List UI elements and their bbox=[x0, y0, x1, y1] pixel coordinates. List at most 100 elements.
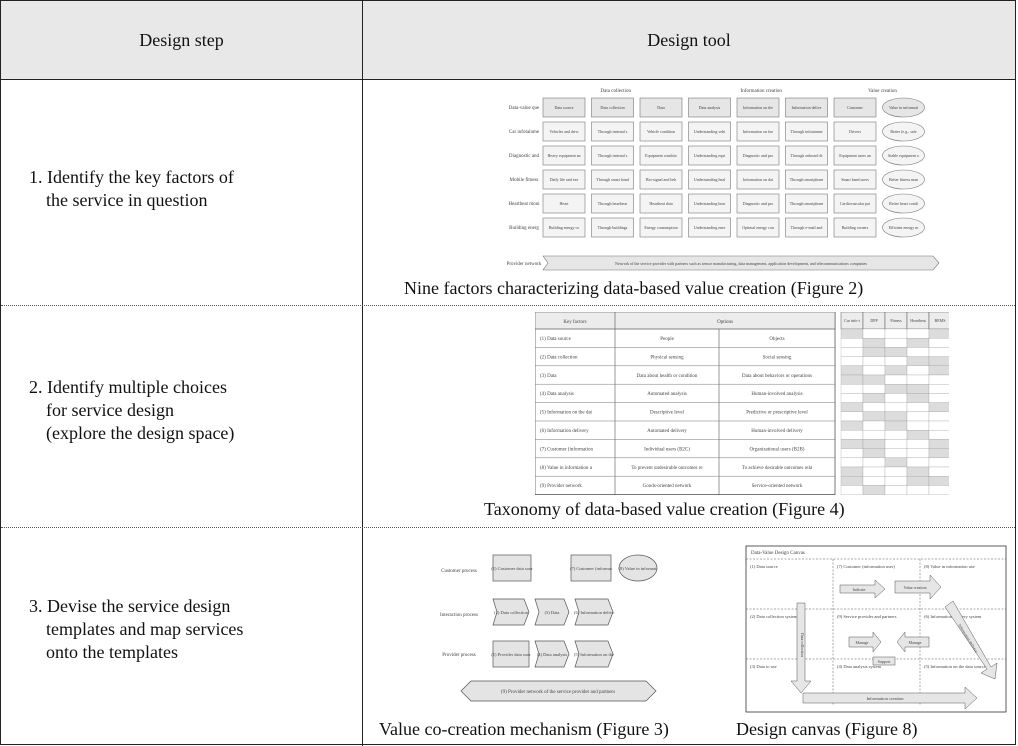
fig2-cell-text: Information on fue bbox=[743, 129, 773, 134]
fig2-cell-text: Vehicle condition bbox=[647, 129, 675, 134]
fig2-cell-box bbox=[833, 193, 877, 214]
fig2-cell-box bbox=[591, 193, 634, 214]
fig2-cell-text: Through internal s bbox=[598, 129, 628, 134]
fig3-lane-label: Provider process bbox=[442, 653, 476, 658]
fig4-grid-cell bbox=[906, 338, 930, 348]
fig2-cell-text: Understanding heal bbox=[694, 177, 726, 182]
fig4-grid-cell bbox=[862, 466, 886, 477]
fig4-grid-cell bbox=[906, 457, 930, 468]
fig2-cell-text: Equipment users an bbox=[839, 153, 871, 158]
fig2-cell-text: Customer bbox=[847, 105, 863, 110]
fig2-cell-box bbox=[736, 145, 780, 166]
fig2-network-label: Provider network bbox=[507, 262, 542, 267]
fig4-option-b: Human-involved delivery bbox=[751, 429, 803, 434]
fig4-option-a: Individual users (B2C) bbox=[644, 447, 690, 452]
fig8-cell-label: (7) Customer (information user) bbox=[837, 564, 895, 569]
fig8-support-box bbox=[872, 656, 896, 666]
fig8-cell-label: (3) Data to use bbox=[750, 664, 777, 669]
fig4-service-name: Car info-t bbox=[844, 318, 861, 323]
fig4-grid-cell bbox=[928, 448, 949, 458]
fig2-row-label: Mobile fitness bbox=[510, 178, 539, 183]
fig2-cell-box bbox=[785, 217, 828, 238]
caption-figure-3: Value co-creation mechanism (Figure 3) bbox=[379, 719, 669, 739]
fig2-cell-text: Through onboard di bbox=[791, 153, 824, 158]
fig2-cell-text: Better heart condi bbox=[889, 201, 919, 206]
fig2-cell-text: Understanding equi bbox=[694, 153, 726, 158]
fig2-cell-box bbox=[785, 169, 828, 190]
fig4-option-b: Objects bbox=[769, 337, 784, 342]
step-2-line-2: for service design bbox=[46, 400, 174, 420]
fig4-grid-cell bbox=[928, 457, 949, 468]
fig3-process-arrow bbox=[574, 640, 614, 668]
fig4-grid-cell bbox=[906, 485, 930, 495]
fig2-row-label: Car infotainme bbox=[509, 130, 540, 135]
fig2-row-label: Diagnostic and bbox=[509, 154, 540, 159]
row-divider-2 bbox=[1, 527, 1015, 528]
fig4-grid-cell bbox=[928, 374, 949, 385]
fig3-process-arrow bbox=[574, 598, 614, 626]
fig4-grid-cell bbox=[862, 439, 886, 449]
caption-figure-8: Design canvas (Figure 8) bbox=[736, 719, 918, 739]
fig4-table-frame bbox=[535, 312, 836, 495]
header-design-tool: Design tool bbox=[647, 29, 731, 50]
step-3-line-2: templates and map services bbox=[46, 619, 244, 639]
fig4-grid-cell bbox=[928, 365, 949, 376]
fig2-cell-box bbox=[542, 217, 586, 238]
fig8-value-arrow bbox=[894, 574, 942, 600]
fig3-box bbox=[492, 554, 532, 582]
fig4-grid-cell bbox=[862, 430, 886, 440]
fig2-cell-text: Heartbeat data bbox=[649, 201, 672, 206]
fig4-factor: (4) Data analysis bbox=[540, 392, 574, 397]
fig4-factor: (9) Provider network bbox=[540, 484, 582, 489]
fig4-grid-cell bbox=[884, 384, 908, 394]
fig4-grid-cell bbox=[884, 365, 908, 376]
fig4-grid-cell bbox=[928, 384, 949, 394]
fig2-cell-text: Better fitness man bbox=[889, 177, 918, 182]
fig4-grid-cell bbox=[862, 485, 886, 495]
fig4-grid-cell bbox=[906, 466, 930, 477]
fig2-cell-text: Data collection bbox=[600, 105, 624, 110]
fig8-creation-arrow bbox=[802, 686, 978, 710]
fig2-cell-text: Daily life and exe bbox=[550, 177, 579, 182]
fig2-cell-oval bbox=[882, 121, 925, 142]
fig4-option-b: Social sensing bbox=[763, 355, 792, 360]
fig2-cell-box bbox=[736, 217, 780, 238]
fig4-grid-cell bbox=[884, 457, 908, 468]
fig2-cell-box bbox=[591, 97, 634, 118]
fig4-factor: (6) Information delivery bbox=[540, 429, 589, 434]
fig4-grid-cell bbox=[928, 393, 949, 403]
fig3-box-text: (4) Data analysis bbox=[537, 652, 568, 657]
fig4-grid-cell bbox=[906, 448, 930, 458]
step-3-line-1: 3. Devise the service design bbox=[29, 596, 231, 616]
fig3-process-arrow bbox=[534, 640, 570, 668]
fig8-indicate-arrow bbox=[839, 579, 886, 599]
fig4-grid-cell bbox=[862, 347, 886, 357]
fig4-grid-cell bbox=[862, 393, 886, 403]
fig4-grid-cell bbox=[906, 420, 930, 431]
fig2-cell-box bbox=[591, 145, 634, 166]
fig4-grid-cell bbox=[928, 411, 949, 422]
fig4-grid-cell bbox=[884, 476, 908, 486]
fig3-process-arrow bbox=[534, 598, 570, 626]
fig4-grid-cell bbox=[862, 420, 886, 431]
fig2-cell-box bbox=[833, 121, 877, 142]
fig2-cell-box bbox=[688, 145, 731, 166]
fig4-grid-cell bbox=[928, 328, 949, 339]
fig4-service-name: Heartbeat bbox=[910, 318, 926, 323]
fig2-cell-oval bbox=[882, 193, 925, 214]
fig2-cell-text: Cardiovascular pat bbox=[840, 201, 871, 206]
fig2-cell-box bbox=[542, 97, 586, 118]
fig3-process-arrow bbox=[492, 598, 530, 626]
fig2-cell-box bbox=[639, 217, 683, 238]
fig8-indicate-label: Indicate bbox=[853, 587, 866, 592]
fig2-network-text: Network of the service provider with par… bbox=[615, 261, 867, 267]
fig2-group-label: Information creation bbox=[741, 89, 783, 94]
fig2-cell-text: Information on the bbox=[743, 105, 773, 110]
figure-8-design-canvas: Data-Value Design Canvas(1) Data source(… bbox=[745, 545, 1007, 713]
fig4-grid-cell bbox=[862, 328, 886, 339]
fig2-cell-box bbox=[591, 169, 634, 190]
fig2-cell-box bbox=[639, 193, 683, 214]
fig4-grid-cell bbox=[840, 328, 864, 339]
